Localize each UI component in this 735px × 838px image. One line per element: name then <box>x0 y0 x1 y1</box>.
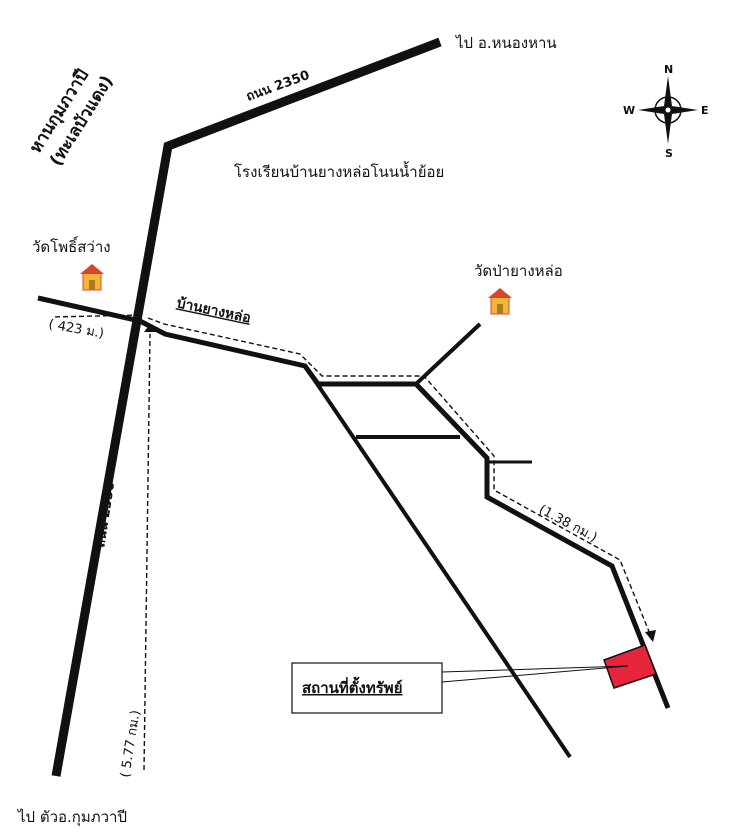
route-segment-west <box>51 314 141 318</box>
label-dist-423: ( 423 ม.) <box>47 317 105 341</box>
compass-e: E <box>701 104 709 117</box>
route-arrow-destination <box>645 630 656 642</box>
label-property: สถานที่ตั้งทรัพย์ <box>302 676 403 697</box>
property-callout-line <box>441 665 629 673</box>
route-arrow-north <box>144 324 156 332</box>
property-label-box <box>291 662 443 714</box>
property-callout-line-2 <box>441 665 629 683</box>
compass-s: S <box>665 147 673 160</box>
route-segment-south <box>143 333 151 771</box>
label-dist-577: ( 5.77 กม.) <box>118 709 143 778</box>
diagonal-road <box>303 364 572 759</box>
property-parcel <box>603 644 657 689</box>
compass-w: W <box>623 104 635 117</box>
lake-label: หานกุมภวาปี (ทะเลบัวแดง) <box>25 65 118 170</box>
road-west-stub <box>37 295 141 324</box>
property-marker <box>291 644 657 714</box>
label-road-left: ถนน 2350 <box>93 481 118 549</box>
route-path <box>51 314 656 771</box>
roads <box>37 37 671 777</box>
label-to-kumphawapi: ไป ตัวอ.กุมภวาปี <box>17 808 127 827</box>
temple-icon <box>488 288 512 315</box>
label-wat-pho-sawang: วัดโพธิ์สว่าง <box>32 236 111 256</box>
temple-icon <box>80 264 104 291</box>
compass-rose-icon: N S E W <box>623 63 709 160</box>
label-wat-pa-yang-lo: วัดป่ายางหล่อ <box>474 262 563 280</box>
label-school: โรงเรียนบ้านยางหล่อโนนน้ำย้อย <box>234 161 444 181</box>
route-segment-east <box>147 317 651 635</box>
label-village: บ้านยางหล่อ <box>175 295 252 326</box>
highway-2350 <box>51 37 442 777</box>
temple-branch-road <box>414 322 482 386</box>
label-to-nong-han: ไป อ.หนองหาน <box>455 34 557 52</box>
compass-n: N <box>664 63 673 76</box>
